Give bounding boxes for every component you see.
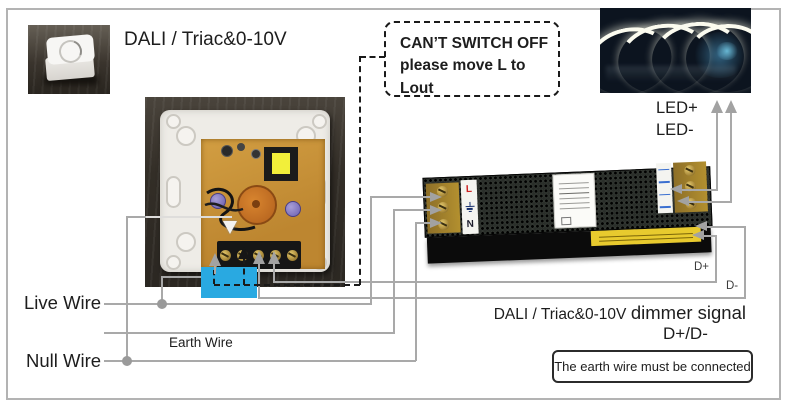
dminus-signal-line bbox=[258, 297, 746, 299]
dimmer-internal-photo bbox=[145, 97, 345, 287]
earth-note-box: The earth wire must be connected bbox=[552, 350, 753, 383]
black-wires bbox=[204, 187, 256, 231]
terminal-screw-1 bbox=[219, 249, 231, 261]
plate-corner-hole bbox=[166, 114, 181, 129]
dimmer-wall-plate bbox=[160, 110, 330, 272]
input-label-strip: L N bbox=[460, 179, 479, 235]
dimmer-signal-dplus-dminus: D+/D- bbox=[663, 324, 708, 343]
null-branch-arm-overlay bbox=[146, 216, 232, 218]
led-minus-arm bbox=[688, 201, 732, 203]
dminus-label: D- bbox=[726, 280, 739, 292]
live-wire-to-driver bbox=[370, 196, 432, 198]
terminal-n-label: N bbox=[466, 219, 475, 231]
terminal-highlight-box bbox=[201, 267, 257, 298]
dashed-move-path bbox=[214, 284, 360, 286]
arrow-into-terminal-1 bbox=[209, 253, 221, 266]
live-wire-label: Live Wire bbox=[24, 292, 102, 313]
dimmer-knob-photo bbox=[28, 25, 110, 94]
earth-wire-riser bbox=[393, 210, 395, 334]
earth-ground-icon bbox=[464, 201, 475, 213]
led-plus-wire bbox=[716, 112, 718, 191]
earth-wire-to-driver bbox=[393, 209, 432, 211]
live-branch-tail bbox=[214, 264, 216, 274]
dminus-arm bbox=[706, 226, 746, 228]
dplus-signal-line bbox=[273, 281, 717, 283]
arrow-into-terminal-3-lout bbox=[238, 246, 250, 259]
arrow-into-driver-dminus bbox=[695, 221, 707, 231]
driver-screw bbox=[684, 164, 696, 177]
component-cap bbox=[221, 145, 233, 157]
null-branch-arm bbox=[126, 216, 146, 218]
arrow-onto-terminal-2 bbox=[223, 221, 237, 234]
product-title: DALI / Triac&0-10V bbox=[124, 29, 287, 50]
terminal-l-label: L bbox=[465, 183, 473, 195]
earth-wire-line bbox=[104, 332, 394, 334]
arrow-into-driver-vminus bbox=[677, 196, 689, 206]
live-branch-arm bbox=[161, 276, 213, 278]
dplus-riser bbox=[715, 236, 717, 283]
potentiometer bbox=[237, 185, 277, 225]
arrow-to-led-minus bbox=[725, 100, 737, 113]
dminus-tail bbox=[258, 263, 260, 298]
ce-mark bbox=[561, 216, 572, 226]
led-reel-glow bbox=[716, 42, 738, 60]
mounting-ring bbox=[176, 126, 196, 146]
dminus-riser bbox=[744, 227, 746, 298]
arrow-into-driver-vplus bbox=[670, 184, 682, 194]
arrow-into-driver-l bbox=[430, 192, 442, 202]
arrow-into-terminal-4 bbox=[253, 251, 265, 264]
dashed-callout-to-box bbox=[360, 56, 385, 58]
transformer-core bbox=[272, 153, 290, 174]
mounting-slot bbox=[166, 176, 181, 208]
live-wire-riser bbox=[370, 197, 372, 305]
dashed-to-lout bbox=[243, 258, 245, 285]
null-wire-line bbox=[104, 360, 416, 362]
component-cap bbox=[237, 143, 245, 151]
led-plus-arm bbox=[681, 189, 718, 191]
driver-screw bbox=[684, 181, 697, 193]
arrow-to-led-plus bbox=[711, 100, 723, 113]
plate-corner-hole bbox=[166, 255, 181, 270]
arrow-into-terminal-5 bbox=[268, 251, 280, 264]
led-reflection bbox=[606, 66, 736, 82]
live-branch-riser bbox=[161, 276, 163, 305]
dimmer-signal-main: dimmer signal bbox=[630, 302, 746, 323]
warning-line2: please move L to Lout bbox=[400, 57, 526, 97]
knob-shadow bbox=[44, 75, 98, 85]
warning-line1: CAN’T SWITCH OFF bbox=[400, 35, 549, 52]
led-minus-wire bbox=[730, 112, 732, 203]
live-wire-line bbox=[104, 303, 372, 305]
null-branch-riser bbox=[126, 217, 128, 361]
arrow-into-driver-earth bbox=[430, 205, 442, 215]
component-cap bbox=[251, 149, 261, 159]
potentiometer-shaft bbox=[252, 200, 260, 208]
led-driver-photo: L N bbox=[422, 160, 714, 268]
plate-corner-hole bbox=[312, 114, 327, 129]
dashed-callout-riser bbox=[359, 56, 361, 285]
dimmer-signal-caption: DALI / Triac&0-10V dimmer signal bbox=[493, 302, 746, 324]
dashed-from-l-position bbox=[213, 270, 215, 284]
terminal-screw-5 bbox=[287, 249, 299, 261]
led-plus-label: LED+ bbox=[656, 99, 698, 117]
driver-spec-label bbox=[552, 172, 597, 229]
mounting-ring bbox=[176, 232, 196, 252]
page-border bbox=[6, 8, 781, 400]
arrow-into-driver-dplus bbox=[692, 230, 704, 240]
dplus-label: D+ bbox=[694, 261, 710, 273]
earth-wire-label: Earth Wire bbox=[169, 335, 233, 350]
null-junction-dot bbox=[122, 356, 132, 366]
live-junction-dot bbox=[157, 299, 167, 309]
led-minus-label: LED- bbox=[656, 121, 694, 139]
capacitor bbox=[285, 201, 301, 217]
arrow-into-driver-n bbox=[430, 218, 442, 228]
led-strip-photo bbox=[600, 8, 751, 93]
null-wire-label: Null Wire bbox=[26, 350, 102, 371]
warning-callout-box: CAN’T SWITCH OFF please move L to Lout bbox=[384, 21, 560, 97]
earth-note-text: The earth wire must be connected bbox=[554, 359, 751, 374]
null-wire-riser bbox=[415, 223, 417, 361]
dplus-arm bbox=[703, 235, 717, 237]
dimmer-signal-prefix: DALI / Triac&0-10V bbox=[493, 306, 627, 323]
null-wire-to-driver bbox=[415, 222, 432, 224]
dplus-tail bbox=[273, 263, 275, 282]
